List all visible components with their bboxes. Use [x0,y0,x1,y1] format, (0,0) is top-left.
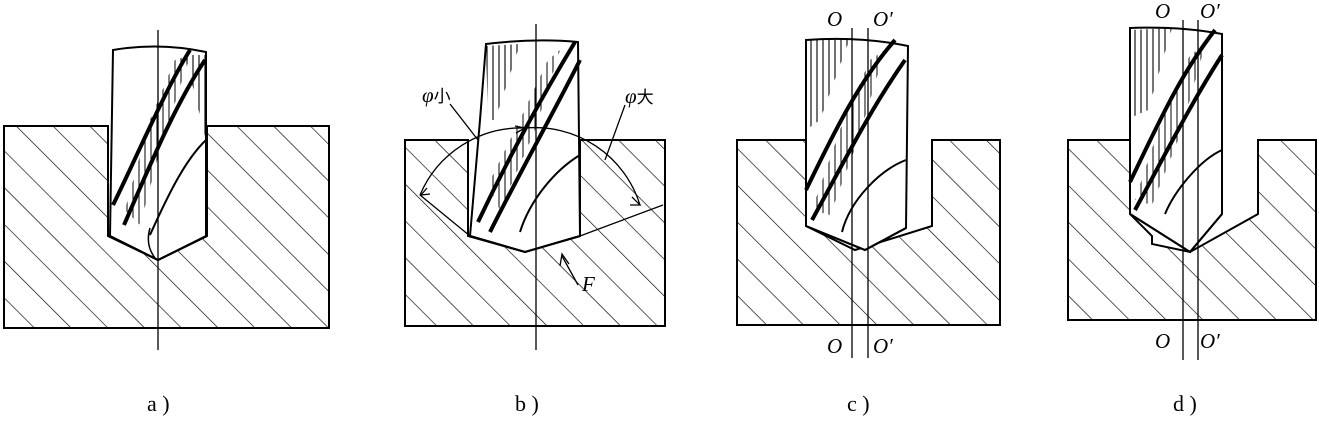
panel-c [736,28,1001,358]
force-label: F [582,272,595,296]
d-axis-bottom-o: O [1155,329,1171,353]
c-axis-bottom-o-prime: O′ [873,334,893,358]
phi-large-label: φ大 [625,85,654,109]
drill-b [468,39,582,254]
d-axis-top-o: O [1155,0,1171,23]
caption-d: d ) [1173,391,1197,416]
phi-small-symbol: φ [422,83,434,107]
d-axis-bottom-o-prime: O′ [1200,329,1220,353]
c-axis-top-o-prime: O′ [873,7,893,31]
d-axis-top-o-prime: O′ [1200,0,1220,23]
panel-a [3,30,330,350]
phi-small-subscript: 小 [433,87,451,106]
phi-large-subscript: 大 [636,88,654,107]
drill-c [804,37,910,252]
caption-a: a ) [147,391,170,416]
c-axis-bottom-o: O [827,334,843,358]
phi-small-label: φ小 [422,84,451,108]
drill-d [1128,26,1224,254]
phi-large-symbol: φ [625,84,637,108]
caption-c: c ) [847,391,870,416]
caption-b: b ) [515,391,539,416]
panel-b [404,24,666,350]
c-axis-top-o: O [827,7,843,31]
panel-d [1067,20,1317,360]
